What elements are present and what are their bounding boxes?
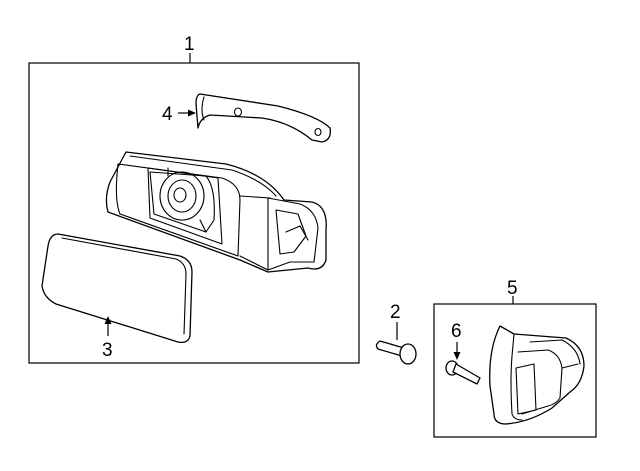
mirror-glass-icon bbox=[41, 233, 193, 344]
callout-3: 3 bbox=[102, 340, 113, 361]
leader-4: 4 bbox=[162, 104, 196, 125]
callout-5: 5 bbox=[507, 278, 518, 299]
leader-6: 6 bbox=[451, 321, 462, 360]
leader-3: 3 bbox=[102, 316, 113, 361]
cover-assembly-icon bbox=[489, 325, 585, 425]
cover-icon bbox=[195, 93, 331, 143]
mirror-assembly-icon bbox=[105, 151, 327, 273]
callout-1: 1 bbox=[184, 34, 195, 55]
screw-icon bbox=[445, 360, 481, 385]
callout-2: 2 bbox=[390, 302, 401, 323]
assembly-box-5: 5 bbox=[433, 278, 597, 438]
callout-4: 4 bbox=[162, 104, 173, 125]
pin-icon: 2 bbox=[375, 302, 417, 365]
assembly-box-1: 1 bbox=[28, 34, 360, 364]
callout-6: 6 bbox=[451, 321, 462, 342]
